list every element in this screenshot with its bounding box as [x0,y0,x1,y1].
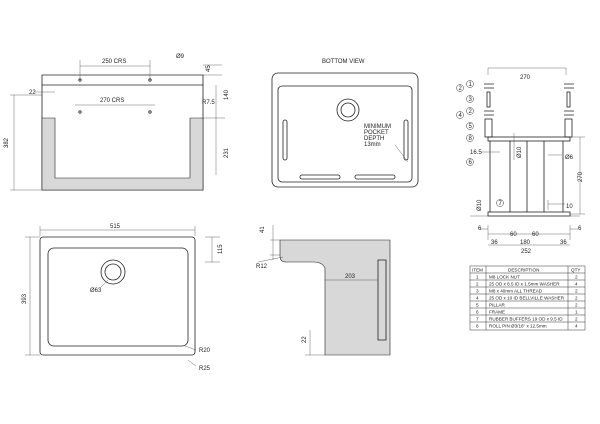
dim-231: 231 [224,147,230,158]
parts-table: ITEM DESCRIPTION QTY 1 M8 LOCK NUT 2 2 25 OD… [469,265,586,331]
dim-252: 252 [521,249,532,255]
balloon: 8 [469,136,473,142]
balloons: 1 2 3 2 4 5 8 6 7 [456,80,504,207]
frame-view: 270 16.5 Ø10 Ø6 270 Ø10 10 6 6 60 60 36 … [456,67,585,255]
balloon: 6 [469,160,473,166]
table-header-item: ITEM [472,268,483,273]
cell-item: 1 [476,275,479,280]
dim-22: 22 [29,90,36,96]
pocket-note-3: DEPTH [364,136,384,142]
balloon: 7 [499,201,503,207]
dim-140: 140 [224,89,230,100]
balloon: 5 [469,124,473,130]
cell-item: 2 [476,282,479,287]
dim-dia6: Ø6 [565,155,574,161]
cell-qty: 4 [575,324,578,329]
cell-item: 5 [476,303,479,308]
cell-qty: 2 [575,289,578,294]
dim-180: 180 [520,240,531,246]
cell-qty: 1 [575,310,578,315]
dim-115: 115 [218,244,224,254]
balloon: 2 [469,109,473,115]
cell-qty: 2 [575,275,578,280]
cell-description: 25 OD x 10 ID BELLVILLE WASHER [489,296,565,301]
dim-36-right: 36 [560,240,567,246]
dim-36-left: 36 [491,240,498,246]
bottom-view: BOTTOM VIEW MINIMUM POCKET DEPTH 13mm [271,59,419,188]
table-header-description: DESCRIPTION [508,268,539,273]
cell-description: ROLL PIN Ø3/16" x 12.5mm [489,324,547,329]
dim-45: 45 [206,65,212,72]
dim-r12: R12 [256,264,268,270]
pocket-note-2: POCKET [364,130,389,136]
cell-description: 25 OD x 8.5 ID x 1.5mm WASHER [489,282,560,287]
front-view: 250 CRS Ø9 45 22 270 CRS R7.5 140 382 23… [4,54,230,191]
dim-dia9: Ø9 [176,54,185,60]
balloon: 4 [459,113,463,119]
balloon: 1 [469,82,473,88]
dim-393: 393 [22,293,28,304]
cell-description: RUBBER BUFFERS 19 OD x 9.5 ID [489,317,563,322]
dim-r20: R20 [199,348,211,354]
pocket-note-4: 13mm [364,142,381,148]
balloon: 3 [469,97,473,103]
cell-qty: 4 [575,282,578,287]
cell-qty: 2 [575,303,578,308]
dim-22: 22 [302,336,308,343]
dim-60-a: 60 [510,232,517,238]
dim-270crs: 270 CRS [100,98,124,104]
cell-item: 7 [476,317,479,322]
pocket-note-1: MINIMUM [364,124,391,130]
dim-r7-5: R7.5 [202,100,215,106]
cell-item: 8 [476,324,479,329]
dim-10: 10 [566,204,573,210]
dim-dia10-top: Ø10 [517,146,523,158]
cell-description: PILLAR [489,303,506,308]
dim-dia63: Ø63 [90,288,102,294]
cell-item: 3 [476,289,479,294]
cell-item: 6 [476,310,479,315]
cell-qty: 2 [575,317,578,322]
dim-270-side: 270 [578,171,584,182]
balloon: 2 [459,86,463,92]
dim-203: 203 [345,274,356,280]
dim-6-left: 6 [478,226,482,232]
section-view: 41 R12 203 22 [256,225,391,356]
dim-250crs: 250 CRS [102,59,126,65]
dim-60-b: 60 [532,232,539,238]
dim-270-top: 270 [520,75,531,81]
dim-6-right: 6 [578,226,582,232]
bottom-view-title: BOTTOM VIEW [322,59,365,65]
cell-description: FRAME [489,310,505,315]
dim-41: 41 [260,226,266,233]
table-header-qty: QTY [571,268,580,273]
dim-r25: R25 [199,366,211,372]
dim-515: 515 [110,224,121,230]
cell-item: 4 [476,296,479,301]
dim-16-5: 16.5 [470,150,482,156]
cell-description: M8 x 40mm ALL THREAD [489,289,543,294]
cell-qty: 2 [575,296,578,301]
plan-view: 515 393 115 Ø63 R20 R25 [22,224,224,372]
cell-description: M8 LOCK NUT [489,275,520,280]
dim-382: 382 [4,137,10,148]
dim-dia10-bottom: Ø10 [477,199,483,211]
